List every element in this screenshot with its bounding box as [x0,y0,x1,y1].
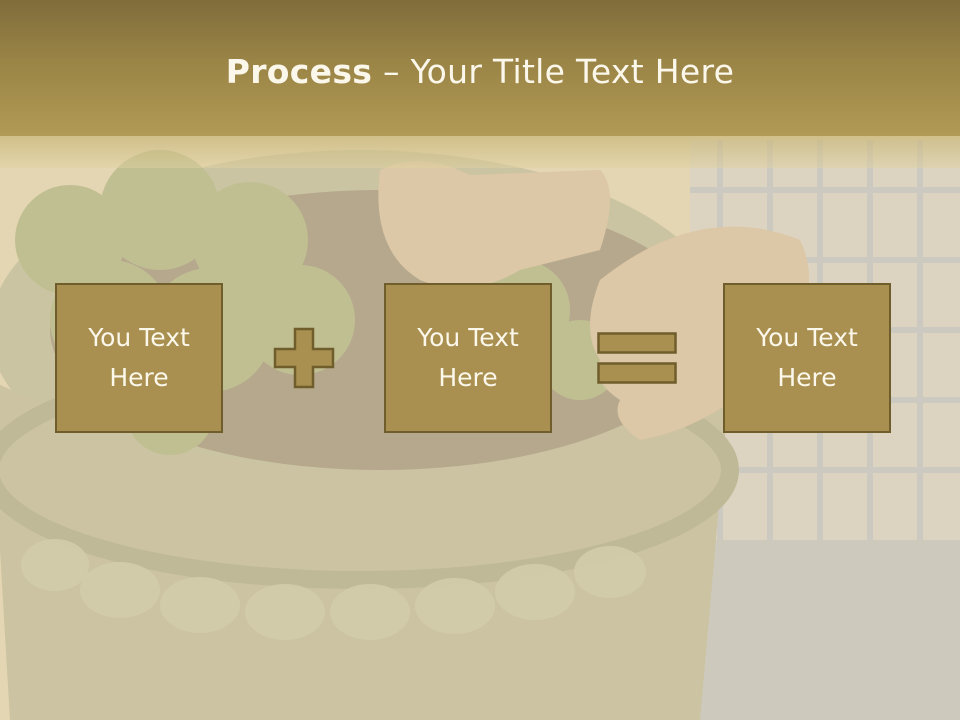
plus-icon [273,327,335,389]
text-box-2[interactable]: You Text Here [384,283,552,433]
slide-title-bold: Process [225,52,373,91]
text-box-2-label: You Text Here [417,323,519,392]
title-band-fade [0,136,960,168]
text-box-3[interactable]: You Text Here [723,283,891,433]
text-box-1[interactable]: You Text Here [55,283,223,433]
text-box-1-label: You Text Here [88,323,190,392]
slide-title-rest: – Your Title Text Here [372,52,735,91]
text-box-3-label: You Text Here [756,323,858,392]
slide-title: Process – Your Title Text Here [0,52,960,91]
title-band [0,0,960,136]
equals-icon [597,332,677,384]
